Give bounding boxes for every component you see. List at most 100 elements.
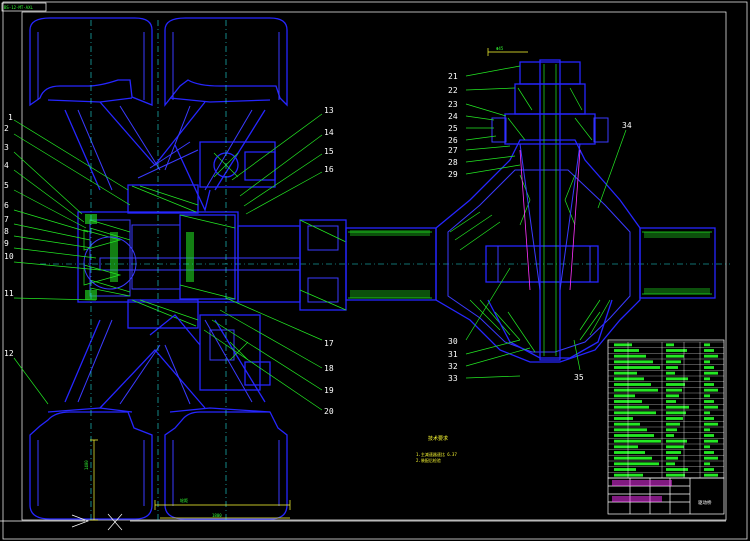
- left-leaders: 1 2 3 4 5 6 7 8 9 10 11 12: [4, 113, 131, 405]
- parts-table-entry: [704, 456, 718, 460]
- parts-table-entry: [704, 366, 714, 369]
- svg-text:技术要求: 技术要求: [428, 435, 448, 442]
- label-34: 34: [622, 121, 632, 130]
- label-17: 17: [324, 339, 334, 348]
- label-5: 5: [4, 181, 9, 190]
- parts-table-entry: [666, 439, 687, 443]
- mid-leaders: 13 14 15 16 17 18 19 20: [203, 106, 334, 416]
- parts-table-entry: [614, 468, 636, 471]
- parts-table-entry: [704, 411, 710, 415]
- parts-table-entry: [666, 468, 688, 471]
- label-2: 2: [4, 124, 9, 133]
- label-35: 35: [574, 373, 584, 382]
- parts-table-entry: [666, 473, 685, 477]
- svg-text:Φ45: Φ45: [496, 46, 504, 51]
- parts-table-entry: [704, 462, 710, 466]
- parts-table-entry: [704, 451, 714, 454]
- parts-table-entry: [704, 394, 710, 398]
- parts-table-entry: [666, 462, 675, 466]
- parts-table-entry: [614, 473, 643, 477]
- label-18: 18: [324, 364, 334, 373]
- parts-table-entry: [614, 462, 659, 466]
- parts-table-entry: [614, 371, 637, 375]
- label-9: 9: [4, 239, 9, 248]
- label-3: 3: [4, 143, 9, 152]
- parts-table-entry: [704, 428, 710, 432]
- parts-table-entry: [666, 354, 684, 358]
- label-32: 32: [448, 362, 458, 371]
- label-26: 26: [448, 136, 458, 145]
- parts-table-entry: [614, 417, 633, 420]
- diff-leaders: 21 22 23 24 25 26 27 28 29 30 31 32 33 3…: [448, 65, 632, 383]
- parts-table-entry: [614, 366, 660, 369]
- parts-table-entry: [614, 394, 635, 398]
- parts-table-entry: [614, 383, 651, 386]
- parts-table-entry: [704, 377, 710, 381]
- parts-table-entry: [704, 343, 710, 347]
- label-12: 12: [4, 349, 14, 358]
- parts-table-entry: [666, 422, 680, 426]
- label-31: 31: [448, 350, 458, 359]
- right-axle-tube: [639, 227, 716, 299]
- parts-table-entry: [614, 439, 661, 443]
- label-14: 14: [324, 128, 334, 137]
- label-28: 28: [448, 158, 458, 167]
- svg-text:轮距: 轮距: [180, 497, 188, 503]
- label-21: 21: [448, 72, 458, 81]
- upper-wheel-left: [29, 17, 153, 107]
- parts-table-entry: [614, 434, 654, 437]
- parts-table-entry: [704, 468, 714, 471]
- parts-table-entry: [666, 394, 679, 398]
- parts-table-entry: [666, 388, 682, 392]
- label-13: 13: [324, 106, 334, 115]
- parts-table-entry: [614, 411, 656, 415]
- parts-table-entry: [704, 354, 718, 358]
- svg-text:1800: 1800: [212, 513, 222, 518]
- parts-table-entry: [666, 405, 689, 409]
- parts-table-entry: [704, 473, 718, 477]
- label-15: 15: [324, 147, 334, 156]
- parts-table-entry: [666, 383, 685, 386]
- parts-table-entry: [614, 343, 632, 347]
- parts-table-entry: [614, 445, 638, 449]
- parts-table-entry: [666, 366, 678, 369]
- parts-table-entry: [666, 417, 683, 420]
- svg-text:1.主减速器速比 6.37: 1.主减速器速比 6.37: [416, 451, 457, 457]
- datum-arrow: [0, 513, 726, 531]
- title-block-name: 驱动桥: [698, 499, 712, 506]
- parts-table-entry: [704, 439, 718, 443]
- parts-table-entry: [666, 371, 675, 375]
- label-27: 27: [448, 146, 458, 155]
- technical-requirements: 技术要求 1.主减速器速比 6.37 2.装配后检验: [416, 435, 457, 463]
- label-11: 11: [4, 289, 14, 298]
- lower-wheel-right: [164, 411, 288, 520]
- lower-rim-structure: [47, 319, 271, 413]
- parts-table-entry: [666, 411, 686, 415]
- label-8: 8: [4, 227, 9, 236]
- parts-table-entry: [704, 445, 710, 449]
- label-6: 6: [4, 201, 9, 210]
- parts-table-entry: [614, 422, 640, 426]
- parts-table-entry: [704, 422, 718, 426]
- parts-table-entry: [666, 400, 676, 403]
- parts-table-entry: [704, 349, 714, 352]
- svg-text:BS-12-MT-AXL: BS-12-MT-AXL: [4, 5, 33, 10]
- title-block: 驱动桥: [607, 477, 725, 515]
- label-22: 22: [448, 86, 458, 95]
- label-10: 10: [4, 252, 14, 261]
- label-7: 7: [4, 215, 9, 224]
- parts-table-entry: [614, 451, 645, 454]
- parts-table-entry: [614, 388, 658, 392]
- lower-wheel-left: [29, 411, 153, 520]
- label-16: 16: [324, 165, 334, 174]
- parts-table-entry: [666, 428, 677, 432]
- parts-table-entry: [704, 405, 718, 409]
- parts-list-table: [607, 339, 725, 479]
- label-30: 30: [448, 337, 458, 346]
- parts-table-entry: [704, 360, 710, 364]
- pinion-shaft: [491, 59, 609, 361]
- parts-table-entry: [666, 456, 678, 460]
- dimension-bottom: 轮距 1800: [154, 497, 291, 519]
- top-dimension: Φ45: [487, 46, 528, 56]
